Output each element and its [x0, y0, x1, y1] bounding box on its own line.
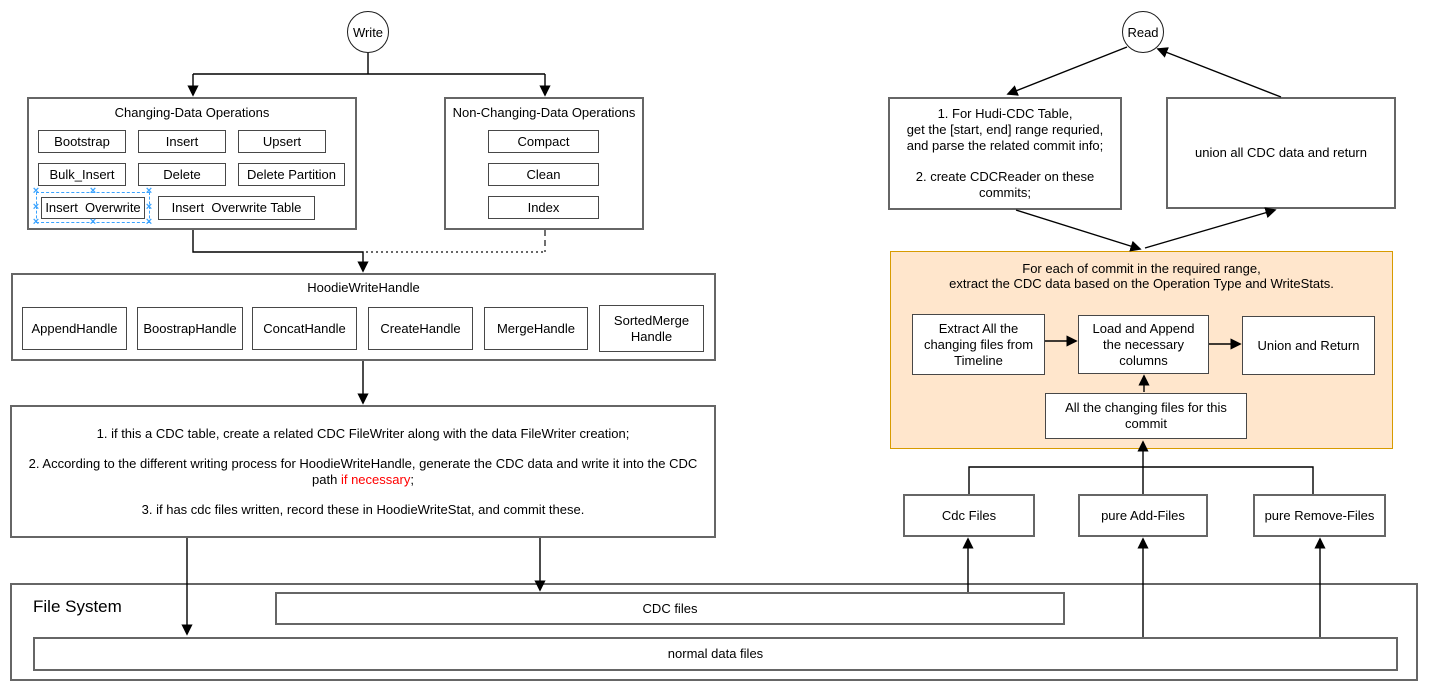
arrow-percommit-to-union	[1144, 207, 1277, 249]
write-node-label: Write	[352, 24, 384, 40]
all-changing-files-label: All the changing files for this commit	[1065, 400, 1227, 431]
selection-handle-icon[interactable]: ×	[145, 185, 153, 197]
cdc-files-box[interactable]: Cdc Files	[903, 494, 1035, 537]
selection-handle-icon[interactable]: ×	[32, 216, 40, 228]
op-insert-overwrite-table-label: Insert Overwrite Table	[171, 200, 302, 215]
op-delete-partition[interactable]: Delete Partition	[238, 163, 345, 186]
op-insert[interactable]: Insert	[138, 130, 226, 153]
cdc-step-1-text: 1. if this a CDC table, create a related…	[96, 425, 630, 441]
op-compact-label: Compact	[517, 133, 570, 149]
all-changing-files-box[interactable]: All the changing files for this commit	[1045, 393, 1247, 439]
load-append-columns-box[interactable]: Load and Append the necessary columns	[1078, 315, 1209, 374]
non-changing-data-operations-title: Non-Changing-Data Operations	[452, 105, 636, 120]
arrow-read-to-prepare	[1006, 46, 1128, 96]
cdc-step-2-text: 2. According to the different writing pr…	[28, 455, 698, 487]
op-clean[interactable]: Clean	[488, 163, 599, 186]
hoodie-write-handle-box[interactable]	[11, 273, 716, 361]
handle-create[interactable]: CreateHandle	[368, 307, 473, 350]
op-insert-overwrite[interactable]: Insert Overwrite	[41, 197, 145, 219]
union-and-return-box[interactable]: Union and Return	[1242, 316, 1375, 375]
selection-handle-icon[interactable]: ×	[89, 216, 97, 228]
cdc-step-3: 3. if has cdc files written, record thes…	[24, 502, 702, 518]
cdc-step-2-red-text: if necessary	[340, 471, 411, 487]
cdc-files-store-label: CDC files	[642, 600, 698, 616]
arrow-prepare-to-percommit	[1015, 209, 1142, 252]
op-bootstrap[interactable]: Bootstrap	[38, 130, 126, 153]
handle-concat[interactable]: ConcatHandle	[252, 307, 357, 350]
prepare-line-2: get the [start, end] range requried,	[906, 122, 1104, 137]
selection-outline	[36, 192, 150, 223]
changing-data-operations-title: Changing-Data Operations	[114, 105, 270, 120]
file-system-label: File System	[33, 597, 122, 616]
handle-concat-label: ConcatHandle	[263, 320, 346, 336]
op-delete-partition-label: Delete Partition	[247, 166, 336, 182]
op-bulk-insert[interactable]: Bulk_Insert	[38, 163, 126, 186]
op-compact[interactable]: Compact	[488, 130, 599, 153]
union-and-return-label: Union and Return	[1257, 337, 1360, 353]
cdc-step-2-end: ;	[410, 471, 414, 487]
handle-sorted-merge[interactable]: SortedMerge Handle	[599, 305, 704, 352]
handle-boostrap[interactable]: BoostrapHandle	[137, 307, 243, 350]
extract-changing-files-box[interactable]: Extract All the changing files from Time…	[912, 314, 1045, 375]
op-upsert[interactable]: Upsert	[238, 130, 326, 153]
cdc-files-store-box[interactable]: CDC files	[275, 592, 1065, 625]
union-all-cdc-label: union all CDC data and return	[1195, 145, 1367, 160]
handle-sorted-merge-label: SortedMerge Handle	[613, 312, 690, 344]
union-all-cdc-box[interactable]: union all CDC data and return	[1166, 97, 1396, 209]
op-delete[interactable]: Delete	[138, 163, 226, 186]
pure-remove-files-box[interactable]: pure Remove-Files	[1253, 494, 1386, 537]
op-upsert-label: Upsert	[262, 133, 302, 149]
selection-handle-icon[interactable]: ×	[32, 201, 40, 213]
pure-remove-files-label: pure Remove-Files	[1264, 507, 1375, 523]
prepare-line-3: and parse the related commit info;	[906, 138, 1104, 153]
handle-append-label: AppendHandle	[31, 320, 118, 336]
op-delete-label: Delete	[163, 166, 201, 182]
prepare-line-1: 1. For Hudi-CDC Table,	[937, 106, 1073, 121]
op-index[interactable]: Index	[488, 196, 599, 219]
per-commit-title-line2: extract the CDC data based on the Operat…	[949, 276, 1334, 291]
trio-connector-line	[968, 466, 1314, 494]
normal-data-files-box[interactable]: normal data files	[33, 637, 1398, 671]
selection-handle-icon[interactable]: ×	[145, 216, 153, 228]
read-prepare-box[interactable]: 1. For Hudi-CDC Table, get the [start, e…	[888, 97, 1122, 210]
write-node[interactable]: Write	[347, 11, 389, 53]
load-append-columns-label: Load and Append the necessary columns	[1092, 320, 1195, 368]
op-clean-label: Clean	[526, 166, 561, 182]
handle-create-label: CreateHandle	[380, 320, 461, 336]
handle-merge-label: MergeHandle	[496, 320, 576, 336]
cdc-step-3-text: 3. if has cdc files written, record thes…	[141, 501, 585, 517]
selection-handle-icon[interactable]: ×	[89, 185, 97, 197]
op-bulk-insert-label: Bulk_Insert	[49, 166, 115, 182]
cdc-step-1: 1. if this a CDC table, create a related…	[24, 426, 702, 442]
per-commit-title-line1: For each of commit in the required range…	[1022, 261, 1261, 276]
arrow-union-to-read	[1156, 47, 1282, 98]
cdc-step-2: 2. According to the different writing pr…	[24, 456, 702, 488]
op-insert-overwrite-label: Insert Overwrite	[45, 200, 141, 215]
extract-changing-files-label: Extract All the changing files from Time…	[923, 320, 1034, 368]
op-insert-label: Insert	[165, 133, 199, 149]
cdc-write-steps-box[interactable]: 1. if this a CDC table, create a related…	[10, 405, 716, 538]
read-node[interactable]: Read	[1122, 11, 1164, 53]
pure-add-files-box[interactable]: pure Add-Files	[1078, 494, 1208, 537]
read-node-label: Read	[1127, 24, 1159, 40]
handle-merge[interactable]: MergeHandle	[484, 307, 588, 350]
pure-add-files-label: pure Add-Files	[1101, 507, 1185, 523]
selection-handle-icon[interactable]: ×	[145, 201, 153, 213]
op-insert-overwrite-table[interactable]: Insert Overwrite Table	[158, 196, 315, 220]
handle-append[interactable]: AppendHandle	[22, 307, 127, 350]
op-index-label: Index	[527, 199, 560, 215]
handle-boostrap-label: BoostrapHandle	[143, 320, 237, 336]
prepare-line-4: 2. create CDCReader on these	[915, 169, 1095, 184]
normal-data-files-label: normal data files	[667, 646, 764, 661]
cdc-files-box-label: Cdc Files	[941, 507, 997, 523]
arrow-changing-to-writehandle	[192, 230, 369, 273]
prepare-line-5: commits;	[979, 185, 1031, 200]
selection-handle-icon[interactable]: ×	[32, 185, 40, 197]
hoodie-write-handle-title: HoodieWriteHandle	[307, 280, 420, 295]
op-bootstrap-label: Bootstrap	[54, 133, 110, 149]
